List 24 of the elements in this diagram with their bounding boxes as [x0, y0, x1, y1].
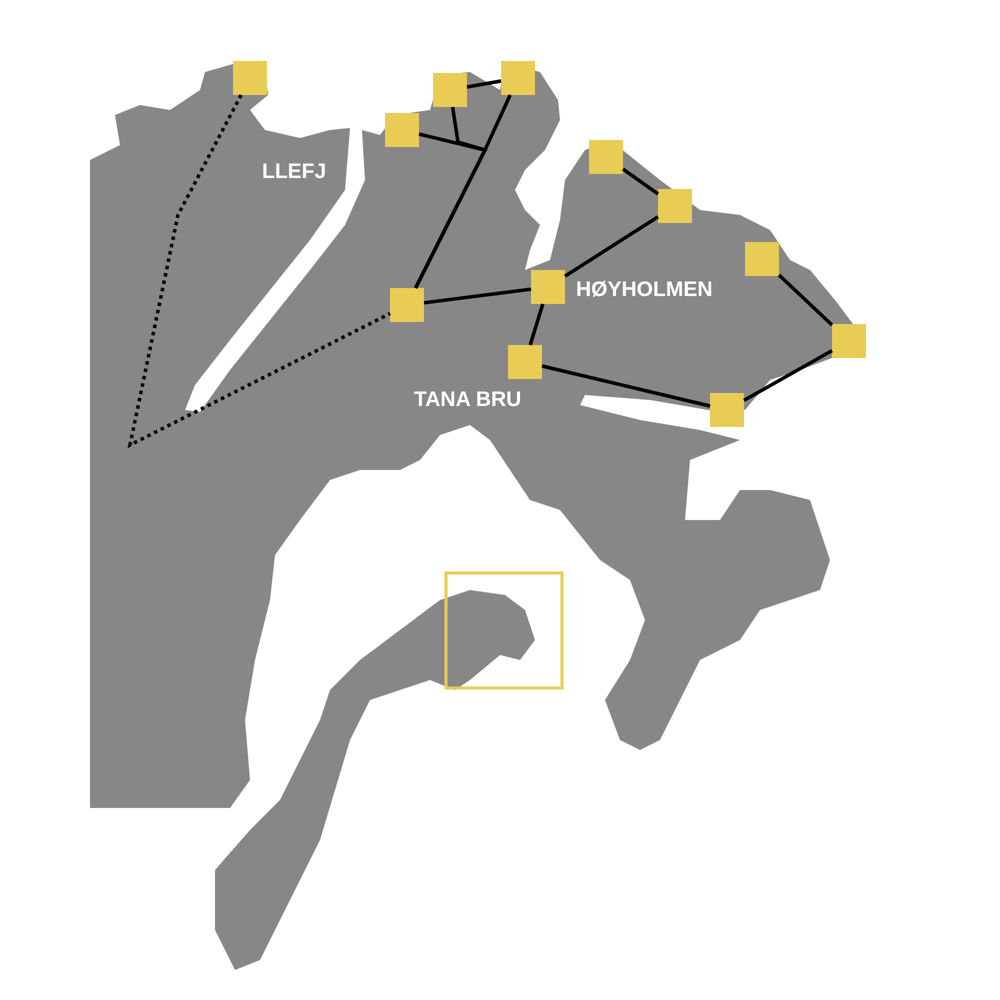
map-marker: [832, 324, 866, 358]
map-marker: [433, 73, 467, 107]
map-marker: [233, 61, 267, 95]
route-line: [424, 287, 532, 305]
map-marker: [508, 345, 542, 379]
route-line: [743, 349, 833, 402]
map-marker: [589, 140, 623, 174]
place-label: TANA BRU: [414, 388, 522, 412]
place-label: LLEFJ: [262, 160, 326, 184]
route-line: [528, 303, 544, 346]
place-label: HØYHOLMEN: [576, 278, 712, 302]
dotted-route-line: [128, 94, 391, 448]
route-line: [622, 168, 660, 196]
map-marker: [710, 393, 744, 427]
map-marker: [745, 242, 779, 276]
route-line: [778, 274, 834, 326]
route-line: [542, 364, 710, 408]
map-marker: [531, 270, 565, 304]
route-line: [564, 215, 659, 278]
map-marker: [390, 288, 424, 322]
map-marker: [658, 189, 692, 223]
map-marker: [385, 113, 419, 147]
route-line: [466, 79, 502, 89]
map-marker: [501, 61, 535, 95]
